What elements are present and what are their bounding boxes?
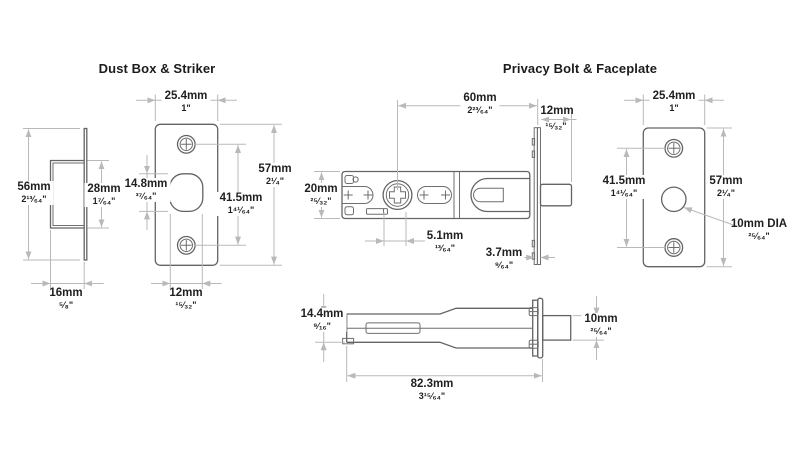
- dim-mm-value: 57mm: [709, 175, 743, 187]
- dim-mm-value: 41.5mm: [602, 175, 646, 187]
- dim-faceplate-thickness: 3.7mm ⁹⁄₆₄": [483, 247, 525, 271]
- dim-faceplate-screw-spacing: 41.5mm 1⁴¹⁄₆₄": [599, 175, 649, 199]
- section-title-dust-box-striker: Dust Box & Striker: [98, 61, 216, 76]
- dim-inch-value: 2¹⁄₄": [716, 188, 736, 198]
- dim-dust-assembly-height: 56mm 2¹³⁄₆₄": [14, 181, 54, 205]
- privacy-bolt-top-view: [341, 127, 573, 265]
- dim-inch-value: 1⁴¹⁄₆₄": [227, 205, 255, 215]
- dim-inch-value: 2²³⁄₆₄": [467, 105, 493, 115]
- dim-body-thickness: 14.4mm ⁹⁄₁₆": [297, 308, 347, 332]
- dim-lines-12mm-striker: [151, 214, 222, 289]
- dim-dust-box-depth: 16mm ⁵⁄₈": [46, 287, 85, 311]
- dim-striker-hole-height: 14.8mm ³⁷⁄₆₄": [121, 178, 171, 202]
- privacy-bolt-side-view: [342, 297, 572, 359]
- dim-lines-12mm-throw: [541, 112, 577, 182]
- dim-mm-value: 16mm: [49, 287, 83, 299]
- dim-inch-value: ¹⁵⁄₃₂": [175, 300, 197, 310]
- dim-striker-screw-spacing: 41.5mm 1⁴¹⁄₆₄": [216, 192, 266, 216]
- dim-inch-value: 1": [669, 103, 679, 113]
- dim-striker-plate-width: 25.4mm 1": [161, 90, 211, 114]
- dim-striker-hole-width: 12mm ¹⁵⁄₃₂": [166, 287, 205, 311]
- dim-mm-value: 25.4mm: [164, 90, 208, 102]
- dim-mm-value: 10mm DIA: [730, 218, 788, 230]
- dim-mm-value: 41.5mm: [219, 192, 263, 204]
- dim-inch-value: 2¹⁄₄": [265, 176, 285, 186]
- dim-mm-value: 25.4mm: [652, 90, 696, 102]
- dim-mm-value: 3.7mm: [485, 247, 523, 259]
- dim-mm-value: 56mm: [17, 181, 51, 193]
- dim-mm-value: 14.4mm: [300, 308, 344, 320]
- dim-lines-57mm-striker: [219, 123, 282, 266]
- dim-bolt-body-height: 20mm ²⁵⁄₃₂": [301, 183, 341, 207]
- dim-mm-value: 28mm: [87, 183, 121, 195]
- dim-mm-value: 12mm: [169, 287, 203, 299]
- dim-inch-value: 1": [181, 103, 191, 113]
- dim-mm-value: 12mm: [540, 105, 574, 117]
- leader-line-10mm-dia: [683, 207, 740, 228]
- dim-bolt-backset: 60mm 2²³⁄₆₄": [460, 92, 500, 116]
- dim-inch-value: 3¹⁵⁄₆₄": [418, 391, 446, 401]
- dim-lines-16mm: [31, 230, 104, 289]
- dim-inch-value: ⁵⁄₈": [58, 300, 74, 310]
- dim-mm-value: 10mm: [584, 313, 618, 325]
- dim-overall-length: 82.3mm 3¹⁵⁄₆₄": [408, 378, 457, 402]
- dim-bolt-diameter-callout: 10mm DIA ²⁵⁄₆₄": [728, 218, 790, 242]
- dim-dust-box-height: 28mm 1⁷⁄₆₄": [84, 183, 124, 207]
- dim-striker-plate-height: 57mm 2¹⁄₄": [255, 163, 295, 187]
- dim-mm-value: 82.3mm: [410, 378, 454, 390]
- dim-inch-value: ⁹⁄₁₆": [313, 321, 331, 331]
- dim-inch-value: ²⁵⁄₆₄": [748, 231, 770, 241]
- dim-inch-value: ³⁷⁄₆₄": [135, 191, 157, 201]
- faceplate-front-view: [642, 127, 706, 268]
- dim-faceplate-width: 25.4mm 1": [649, 90, 699, 114]
- dim-mm-value: 20mm: [304, 183, 338, 195]
- dim-faceplate-height: 57mm 2¹⁄₄": [706, 175, 746, 199]
- dim-mm-value: 57mm: [258, 163, 292, 175]
- dim-mm-value: 60mm: [463, 92, 497, 104]
- dim-bolt-throw-inch: ¹⁵⁄₃₂": [542, 121, 569, 132]
- dim-inch-value: ¹⁵⁄₃₂": [545, 121, 567, 131]
- dim-inch-value: 2¹³⁄₆₄": [21, 194, 47, 204]
- dim-mm-value: 14.8mm: [124, 178, 168, 190]
- dim-mm-value: 5.1mm: [426, 230, 464, 242]
- dim-inch-value: 1⁴¹⁄₆₄": [610, 188, 638, 198]
- dim-lines-82-3mm: [346, 346, 543, 382]
- dim-spindle-hole: 5.1mm ¹³⁄₆₄": [424, 230, 466, 254]
- dim-bolt-throw-mm: 12mm: [537, 105, 576, 118]
- dim-inch-value: ²⁵⁄₆₄": [590, 326, 612, 336]
- dim-lines-5-1mm: [365, 212, 425, 246]
- dim-inch-value: ¹³⁄₆₄": [434, 243, 456, 253]
- dust-box-side-view: [49, 127, 88, 261]
- dim-inch-value: ⁹⁄₆₄": [494, 260, 514, 270]
- dim-inch-value: ²⁵⁄₃₂": [310, 196, 332, 206]
- section-title-privacy-bolt-faceplate: Privacy Bolt & Faceplate: [502, 61, 658, 76]
- dim-inch-value: 1⁷⁄₆₄": [92, 196, 116, 206]
- dim-bolt-diameter: 10mm ²⁵⁄₆₄": [581, 313, 621, 337]
